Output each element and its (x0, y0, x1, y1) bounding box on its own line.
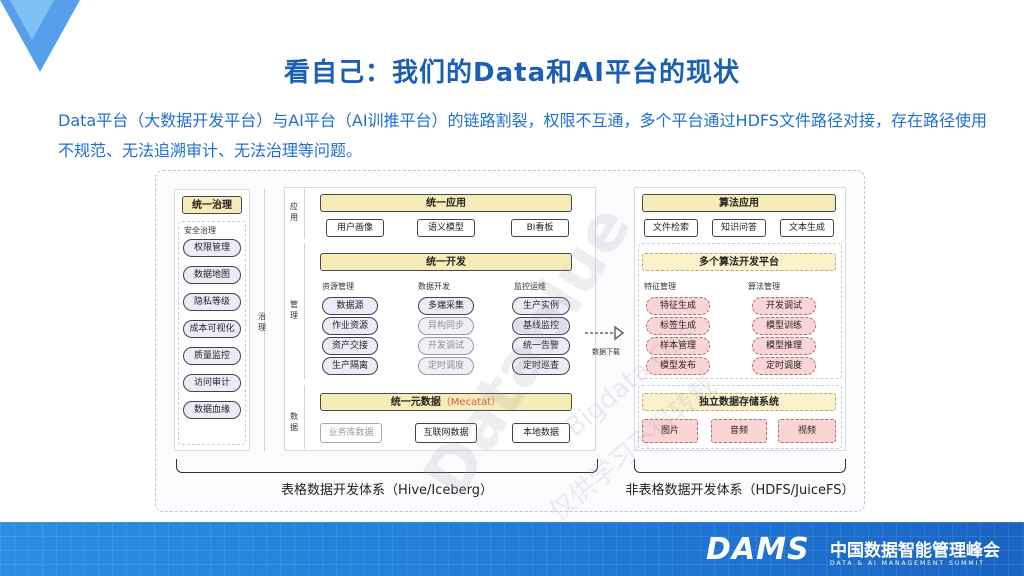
application-item: 用户画像 (326, 219, 384, 237)
algorithm-application-item: 文本生成 (780, 219, 834, 237)
feature-item: 模型发布 (646, 357, 710, 375)
governance-header: 统一治理 (182, 196, 242, 214)
resource-item: 生产隔离 (322, 357, 378, 375)
metadata-highlight: （Mecatat） (440, 397, 502, 408)
dams-logo: DAMS (706, 532, 810, 567)
storage-item: 图片 (642, 419, 698, 443)
monitoring-item: 基线监控 (512, 317, 570, 335)
algorithm-platforms-group (638, 243, 842, 379)
governance-item: 访问审计 (183, 374, 241, 392)
data-source-item: 互联网数据 (415, 423, 477, 443)
data-side-label: 数据 (290, 412, 298, 432)
algorithm-application-item: 知识问答 (712, 219, 766, 237)
algorithm-application-item: 文件检索 (644, 219, 698, 237)
governance-item: 数据血缘 (183, 401, 241, 419)
data-development-label: 数据开发 (418, 282, 450, 291)
development-header: 统一开发 (320, 253, 572, 271)
storage-item: 音频 (711, 419, 767, 443)
development-item: 异构同步 (418, 317, 474, 335)
storage-header: 独立数据存储系统 (642, 393, 836, 411)
metadata-header-text: 统一元数据 (390, 397, 441, 408)
storage-item: 视频 (778, 419, 836, 443)
governance-item: 数据地图 (183, 266, 241, 284)
data-source-item: 业务库数据 (320, 423, 382, 443)
resource-item: 数据源 (322, 297, 378, 315)
monitoring-item: 生产实例 (512, 297, 570, 315)
resource-item: 资产交接 (322, 337, 378, 355)
governance-item: 权限管理 (183, 239, 241, 257)
page-title: 看自己：我们的Data和AI平台的现状 (284, 58, 740, 88)
table-system-brace (176, 459, 598, 473)
development-item: 定时调度 (418, 357, 474, 375)
algorithm-application-header: 算法应用 (642, 194, 836, 212)
transfer-arrow-icon (585, 325, 625, 341)
management-side-label: 管理 (290, 300, 298, 320)
footer-grid-pattern (0, 522, 1024, 576)
security-governance-group (178, 221, 246, 445)
feature-management-label: 特征管理 (644, 282, 676, 291)
application-side-label: 应用 (290, 202, 298, 222)
metadata-header: 统一元数据（Mecatat） (320, 393, 572, 411)
governance-divider (264, 189, 265, 451)
corner-decoration (0, 0, 80, 80)
governance-item: 隐私等级 (183, 293, 241, 311)
algorithm-item: 开发调试 (752, 297, 816, 315)
summit-name-cn: 中国数据智能管理峰会 (830, 541, 1000, 561)
management-divider (304, 243, 305, 379)
governance-side-label: 治理 (258, 312, 266, 332)
footer-banner (0, 522, 1024, 576)
page-description: Data平台（大数据开发平台）与AI平台（AI训推平台）的链路割裂，权限不互通，… (58, 111, 987, 160)
monitoring-ops-label: 监控运维 (514, 282, 546, 291)
feature-item: 特征生成 (646, 297, 710, 315)
table-system-caption: 表格数据开发体系（Hive/Iceberg） (280, 483, 494, 498)
non-table-system-caption: 非表格数据开发体系（HDFS/JuiceFS） (625, 483, 855, 498)
data-source-item: 本地数据 (512, 423, 570, 443)
governance-item: 成本可视化 (183, 320, 241, 338)
application-item: 语义模型 (417, 219, 475, 237)
algorithm-item: 模型训练 (752, 317, 816, 335)
architecture-diagram: 统一治理 安全治理 权限管理 数据地图 隐私等级 成本可视化 质量监控 访问审计… (155, 170, 865, 512)
feature-item: 样本管理 (646, 337, 710, 355)
algorithm-platforms-header: 多个算法开发平台 (642, 253, 836, 271)
algorithm-item: 定时调度 (752, 357, 816, 375)
corner-triangle-light (10, 0, 54, 40)
storage-group (638, 385, 842, 449)
algorithm-management-label: 算法管理 (748, 282, 780, 291)
application-divider (304, 189, 305, 239)
data-divider (304, 385, 305, 449)
transfer-label: 数据下载 (592, 348, 620, 356)
application-header: 统一应用 (320, 194, 572, 212)
summit-name-en: DATA & AI MANAGEMENT SUMMIT (830, 560, 985, 567)
resource-management-label: 资源管理 (322, 282, 354, 291)
governance-item: 质量监控 (183, 347, 241, 365)
resource-item: 作业资源 (322, 317, 378, 335)
monitoring-item: 统一告警 (512, 337, 570, 355)
development-item: 开发调试 (418, 337, 474, 355)
application-item: BI看板 (511, 219, 569, 237)
feature-item: 标签生成 (646, 317, 710, 335)
non-table-system-brace (634, 459, 846, 473)
algorithm-item: 模型推理 (752, 337, 816, 355)
security-governance-label: 安全治理 (184, 226, 216, 235)
development-item: 多端采集 (418, 297, 474, 315)
monitoring-item: 定时巡查 (512, 357, 570, 375)
